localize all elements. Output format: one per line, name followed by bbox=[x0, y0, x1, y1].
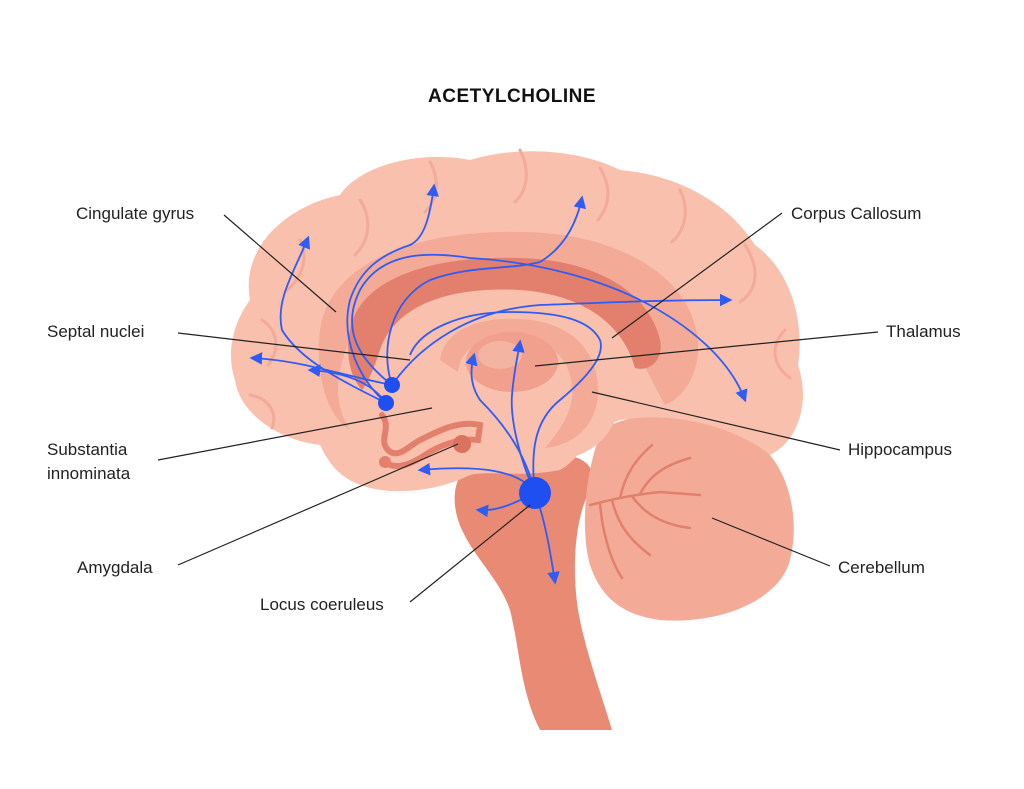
label-substantia-innominata-line2: innominata bbox=[47, 464, 131, 483]
mammillary-body bbox=[379, 456, 391, 468]
substantia-innominata-nucleus bbox=[378, 395, 394, 411]
label-cerebellum: Cerebellum bbox=[838, 558, 925, 577]
corpus-callosum bbox=[348, 257, 661, 390]
leader-corpus bbox=[611, 212, 783, 339]
label-hippocampus: Hippocampus bbox=[848, 440, 952, 459]
cerebellum bbox=[584, 414, 794, 621]
leader-locus bbox=[409, 504, 531, 603]
leader-lines bbox=[157, 212, 879, 603]
label-cingulate-gyrus: Cingulate gyrus bbox=[76, 204, 195, 223]
basal-forebrain bbox=[379, 412, 484, 469]
leader-substantia bbox=[157, 407, 433, 461]
label-septal-nuclei: Septal nuclei bbox=[47, 322, 145, 341]
leader-hippocampus bbox=[591, 391, 841, 451]
label-corpus-callosum: Corpus Callosum bbox=[791, 204, 922, 223]
brainstem bbox=[454, 455, 612, 730]
fornix bbox=[440, 318, 599, 448]
cerebellum-arbor bbox=[588, 443, 702, 580]
leader-septal bbox=[177, 332, 411, 361]
leader-thalamus bbox=[534, 331, 879, 367]
label-thalamus: Thalamus bbox=[886, 322, 961, 341]
cortex-folds bbox=[248, 148, 792, 430]
leader-cingulate bbox=[223, 214, 337, 313]
cholinergic-pathways bbox=[249, 183, 748, 585]
diagram-title: ACETYLCHOLINE bbox=[428, 86, 596, 107]
label-substantia-innominata-line1: Substantia bbox=[47, 440, 128, 459]
thalamus-highlight bbox=[478, 341, 522, 369]
label-locus-coeruleus: Locus coeruleus bbox=[260, 595, 384, 614]
leader-amygdala bbox=[177, 443, 459, 566]
leader-cerebellum bbox=[711, 517, 831, 567]
locus-coeruleus-nucleus bbox=[519, 477, 551, 509]
amygdala-node bbox=[453, 435, 471, 453]
label-amygdala: Amygdala bbox=[77, 558, 153, 577]
septal-nucleus bbox=[384, 377, 400, 393]
